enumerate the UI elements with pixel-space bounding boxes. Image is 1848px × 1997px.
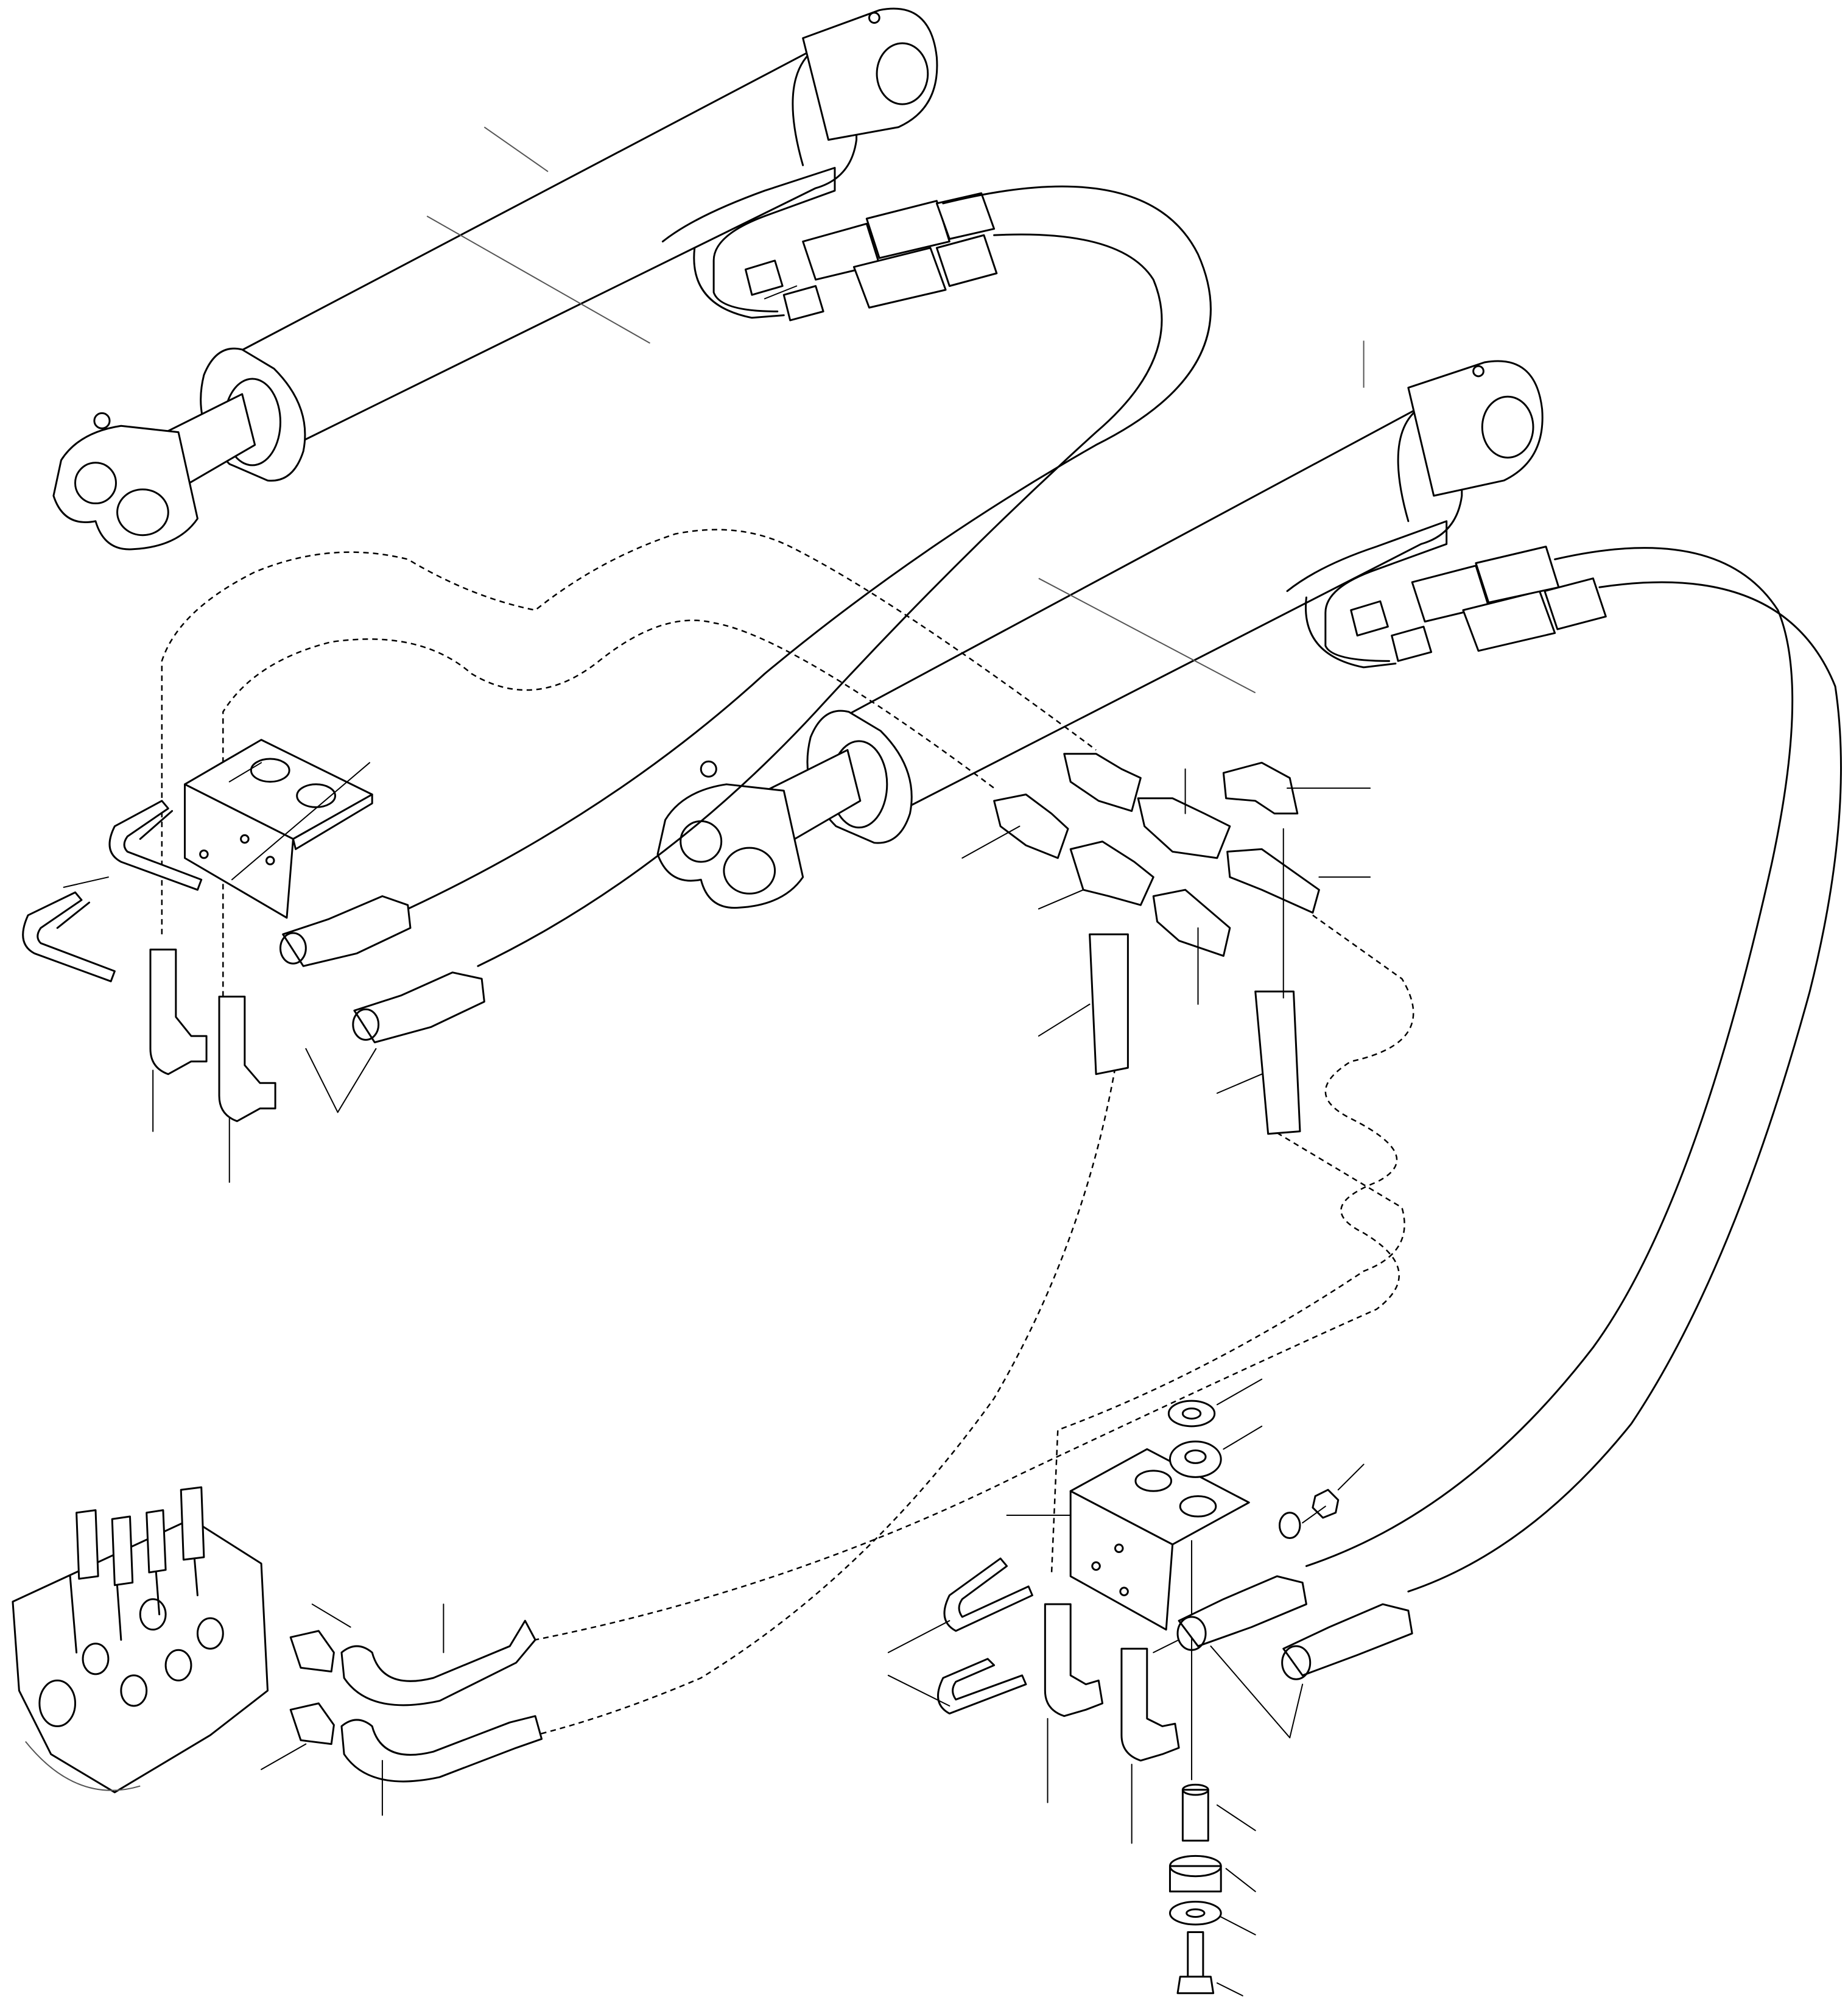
- elbow-fittings-right: [1045, 1604, 1179, 1843]
- bracket-left: [185, 740, 373, 918]
- leader-lines: [230, 286, 796, 782]
- cylinder-lower-fittings: [1351, 546, 1606, 661]
- routing-dashed-lines: [162, 530, 1413, 1735]
- bracket-right: [1007, 1449, 1249, 1629]
- hydraulic-cylinder-upper: [54, 9, 937, 549]
- washers-and-nuts: [1168, 1379, 1363, 1780]
- elbow-fittings-left: [150, 949, 275, 1182]
- tee-fittings: [962, 754, 1370, 1134]
- u-bolts-left: [23, 801, 202, 981]
- hydraulic-hose-long-left: [408, 186, 1211, 966]
- cylinder-upper-fittings: [745, 193, 996, 320]
- hydraulic-hose-long-right: [1306, 548, 1841, 1592]
- hose-ends-right: [1178, 1576, 1412, 1738]
- hose-ends-left: [280, 896, 484, 1112]
- valve-adapters: [261, 1604, 541, 1815]
- hydraulic-cylinder-lower: [658, 340, 1542, 907]
- u-bolts-right: [888, 1559, 1033, 1714]
- control-valve-block: [13, 1487, 268, 1792]
- flange-bolt-stack: [1170, 1784, 1255, 1995]
